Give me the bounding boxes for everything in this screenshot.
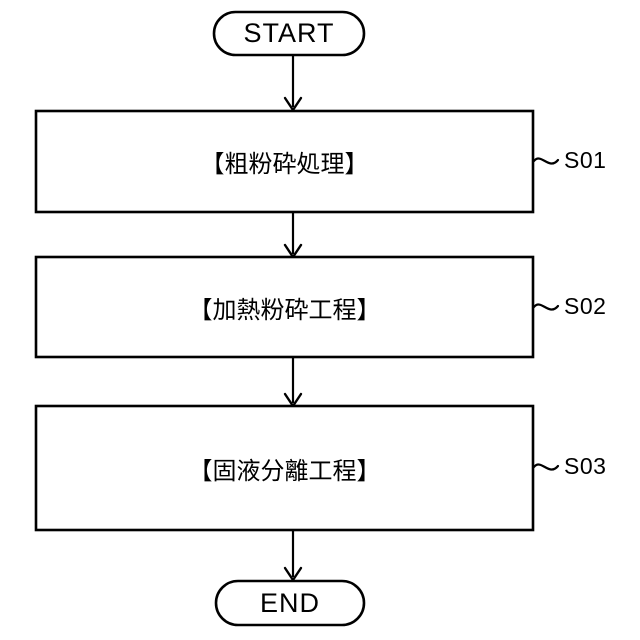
- process-box-3-shape[interactable]: [34, 404, 535, 532]
- step-id-label-s01: S01: [564, 147, 607, 173]
- start-terminator-shape[interactable]: [212, 10, 366, 57]
- leader-tilde-s01: [532, 157, 560, 165]
- step-id-label-s02: S02: [564, 293, 607, 319]
- process-box-2-shape[interactable]: [34, 255, 535, 359]
- step-id-label-s03: S03: [564, 453, 607, 479]
- leader-tilde-s03: [532, 463, 560, 471]
- process-box-1-shape[interactable]: [34, 109, 535, 214]
- end-terminator-shape[interactable]: [214, 579, 366, 627]
- leader-tilde-s02: [532, 303, 560, 311]
